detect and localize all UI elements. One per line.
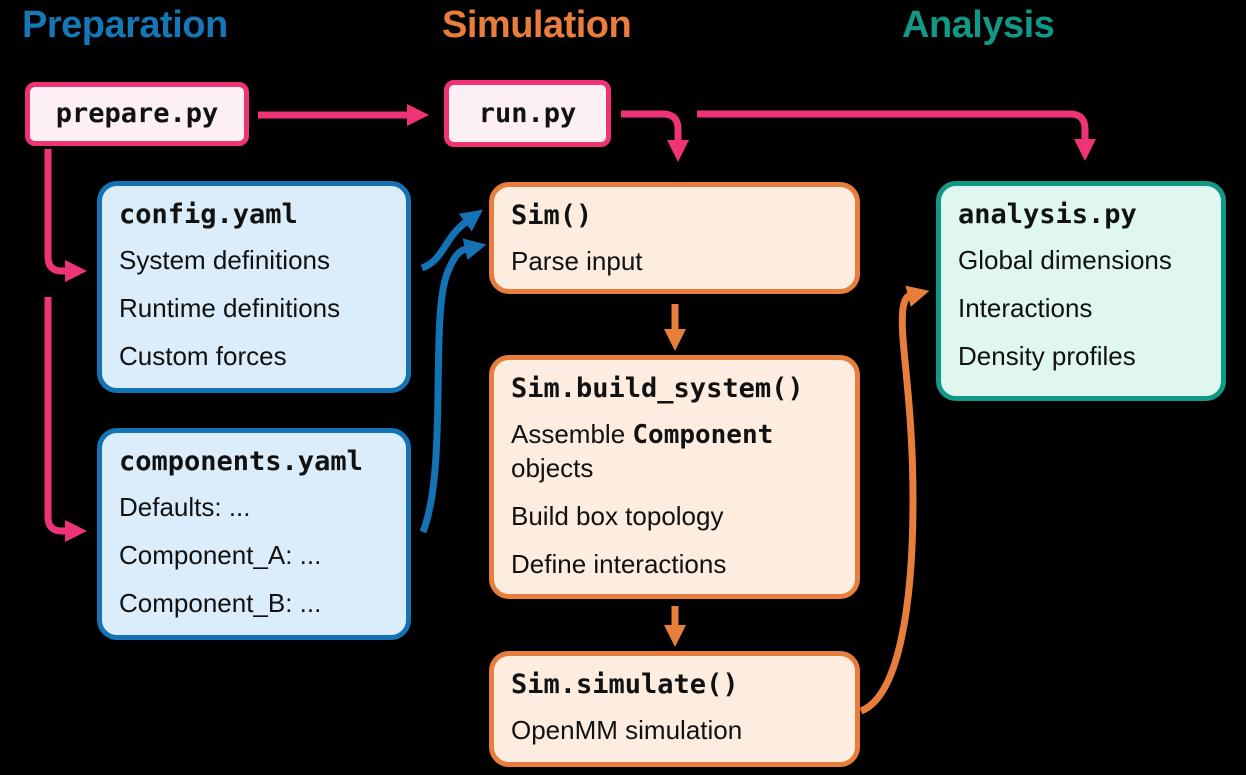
node-components-yaml-lines: Defaults: ... Component_A: ... Component_B… (119, 491, 406, 620)
box-line: Runtime definitions (119, 293, 341, 323)
node-prepare-py-title: prepare.py (55, 98, 219, 129)
box-line: Assemble Component objects (511, 419, 774, 483)
node-prepare-py: prepare.py (25, 82, 249, 146)
box-line: Component_B: ... (119, 588, 322, 618)
box-line: Build box topology (511, 501, 724, 531)
arrow-prepare-to-config (44, 149, 87, 282)
box-line: Parse input (511, 246, 643, 276)
box-line: Component_A: ... (119, 540, 322, 570)
node-components-yaml-title: components.yaml (119, 446, 363, 477)
column-heading-simulation: Simulation (442, 4, 632, 46)
arrow-config-to-sim (420, 209, 483, 272)
box-line: Custom forces (119, 341, 287, 371)
node-sim-title: Sim() (511, 200, 593, 231)
node-run-py-title: run.py (478, 97, 577, 129)
node-sim-simulate: Sim.simulate() OpenMM simulation (489, 651, 860, 767)
box-line: Define interactions (511, 549, 727, 579)
node-analysis-py-title: analysis.py (958, 199, 1137, 230)
node-sim-build-system: Sim.build_system() Assemble Component ob… (489, 355, 860, 599)
box-line: System definitions (119, 245, 330, 275)
arrow-run-to-sim (621, 110, 689, 162)
box-line: OpenMM simulation (511, 715, 743, 745)
arrow-components-to-sim (419, 238, 487, 534)
column-heading-analysis: Analysis (902, 4, 1055, 46)
box-line: Density profiles (958, 341, 1136, 371)
box-line: Interactions (958, 293, 1093, 323)
arrow-prepare-to-components (44, 297, 87, 542)
column-heading-preparation: Preparation (22, 4, 228, 46)
node-sim-build-system-title: Sim.build_system() (511, 373, 804, 404)
node-sim-simulate-title: Sim.simulate() (511, 669, 739, 700)
node-components-yaml: components.yaml Defaults: ... Component_A… (97, 428, 411, 640)
arrow-run-to-analysis (697, 110, 1096, 161)
node-config-yaml-title: config.yaml (119, 199, 298, 230)
node-sim-simulate-lines: OpenMM simulation (511, 714, 855, 747)
arrow-simulate-to-analysis (859, 285, 930, 715)
node-sim: Sim() Parse input (489, 182, 860, 294)
node-sim-lines: Parse input (511, 245, 855, 278)
box-line: Defaults: ... (119, 492, 251, 522)
box-line: Global dimensions (958, 245, 1172, 275)
node-run-py: run.py (444, 80, 611, 147)
